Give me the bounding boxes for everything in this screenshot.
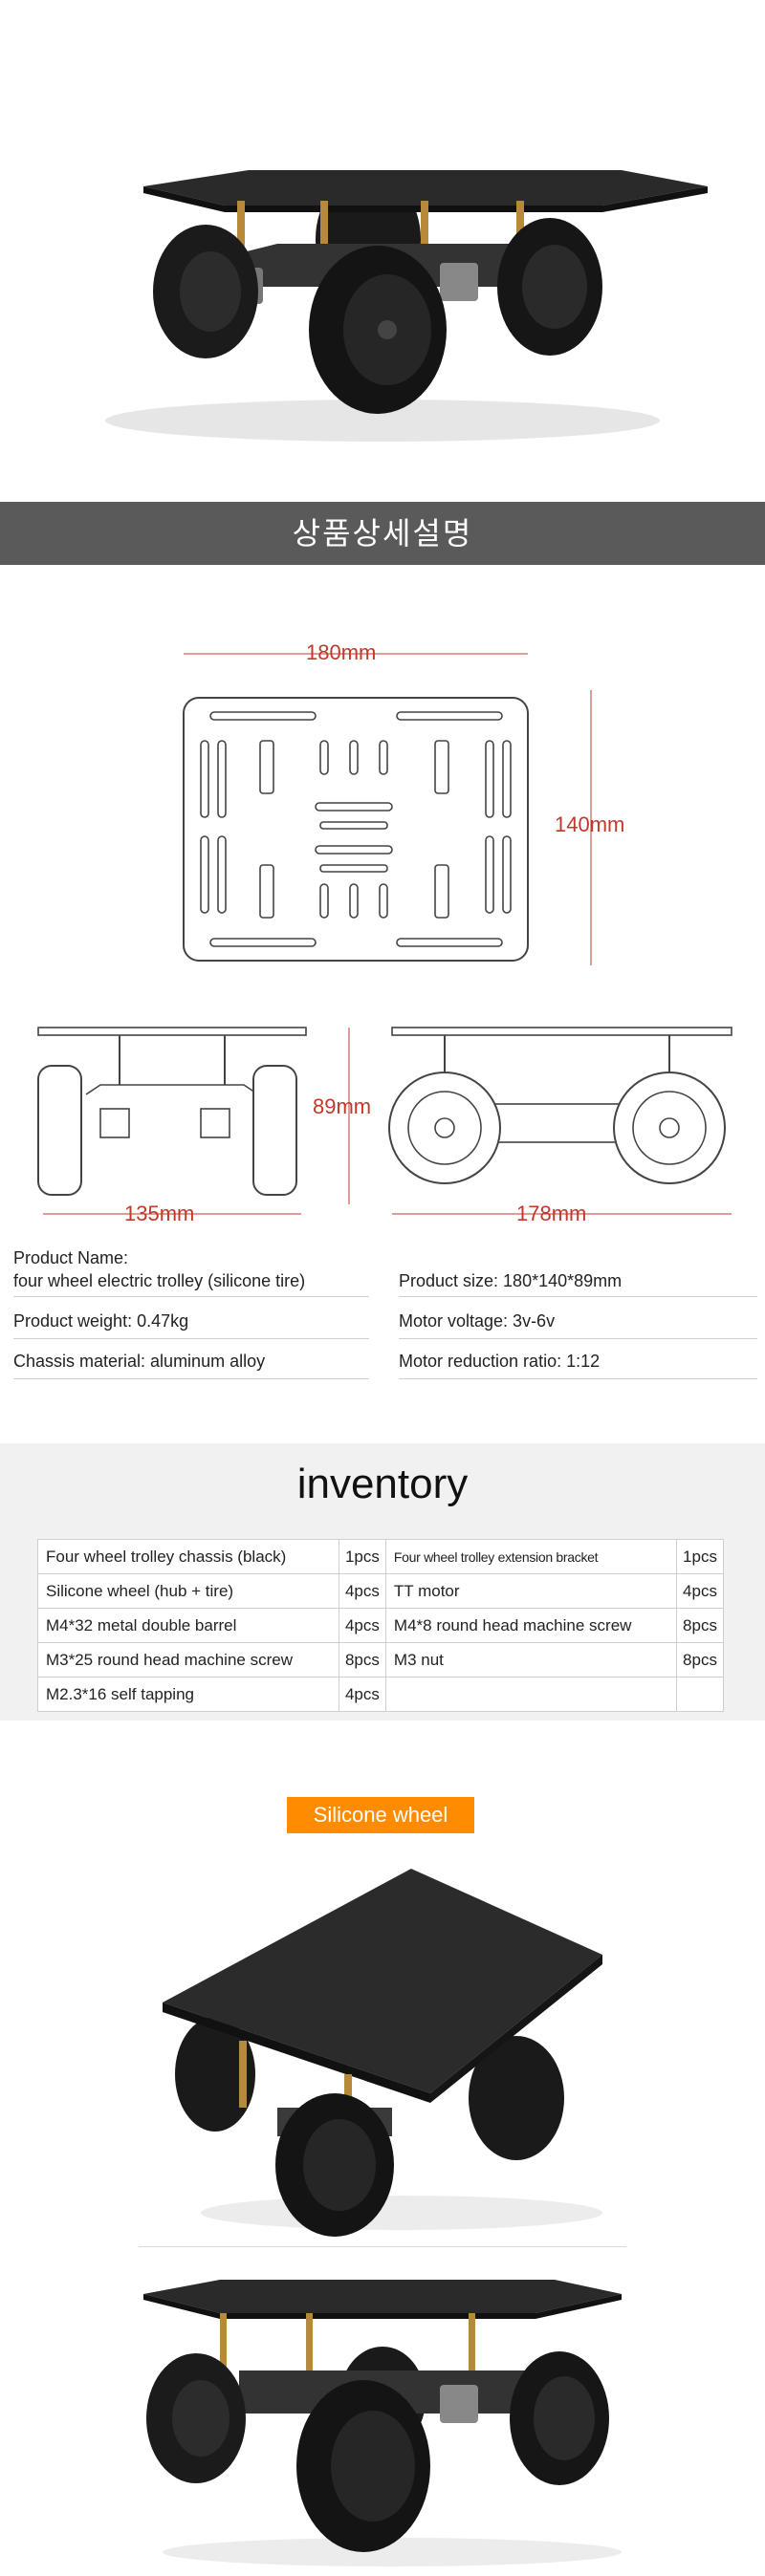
inventory-qty: 8pcs [676,1608,724,1643]
spec-material: Chassis material: aluminum alloy [13,1352,266,1371]
spec-name-value: four wheel electric trolley (silicone ti… [13,1271,306,1290]
inventory-qty [676,1677,724,1712]
table-row: Four wheel trolley chassis (black) 1pcs … [37,1539,724,1574]
inventory-item: Four wheel trolley extension bracket [384,1539,678,1574]
inventory-item: M4*32 metal double barrel [37,1608,339,1643]
inventory-item: M4*8 round head machine screw [384,1608,678,1643]
inventory-table: Four wheel trolley chassis (black) 1pcs … [37,1539,724,1712]
inventory-item: Four wheel trolley chassis (black) [37,1539,339,1574]
banner-title: 상품상세설명 [292,515,473,552]
inventory-item: M3*25 round head machine screw [37,1642,339,1678]
inventory-section: inventory Four wheel trolley chassis (bl… [0,1443,765,1721]
spec-weight: Product weight: 0.47kg [13,1311,189,1331]
table-row: Silicone wheel (hub + tire) 4pcs TT moto… [37,1573,724,1609]
dim-front-width: 178mm [516,1201,587,1225]
product-photo-angle [143,1850,622,2241]
inventory-item: M2.3*16 self tapping [37,1677,339,1712]
top-view-diagram: 180mm 140mm [172,631,631,975]
spec-voltage: Motor voltage: 3v-6v [399,1311,556,1331]
inventory-title: inventory [296,1461,469,1507]
inventory-qty: 1pcs [338,1539,386,1574]
photo-divider [139,2246,626,2247]
front-view-diagram: 178mm [387,1018,746,1238]
table-row: M2.3*16 self tapping 4pcs [37,1677,724,1712]
inventory-qty: 8pcs [676,1642,724,1678]
spec-ratio: Motor reduction ratio: 1:12 [399,1352,601,1371]
spec-size: Product size: 180*140*89mm [399,1271,623,1290]
inventory-qty: 1pcs [676,1539,724,1574]
dim-side-height: 89mm [313,1094,372,1118]
hero-product-photo [0,0,765,478]
inventory-item: Silicone wheel (hub + tire) [37,1573,339,1609]
side-view-diagram: 89mm 135mm [33,1018,397,1238]
inventory-qty: 4pcs [338,1608,386,1643]
inventory-item [384,1677,678,1712]
silicone-wheel-label: Silicone wheel [287,1797,474,1833]
product-photo-front [124,2265,641,2572]
spec-name-label: Product Name: [13,1248,129,1267]
robot-car-image [105,170,708,442]
inventory-item: TT motor [384,1573,678,1609]
inventory-qty: 4pcs [338,1677,386,1712]
dim-top-height: 140mm [555,812,625,836]
detail-banner: 상품상세설명 [0,502,765,565]
spec-section: Product Name: four wheel electric trolle… [0,1243,765,1429]
inventory-qty: 4pcs [676,1573,724,1609]
inventory-qty: 8pcs [338,1642,386,1678]
dim-side-width: 135mm [124,1201,195,1225]
dim-top-width: 180mm [306,640,377,664]
inventory-item: M3 nut [384,1642,678,1678]
table-row: M4*32 metal double barrel 4pcs M4*8 roun… [37,1608,724,1643]
table-row: M3*25 round head machine screw 8pcs M3 n… [37,1642,724,1678]
inventory-qty: 4pcs [338,1573,386,1609]
